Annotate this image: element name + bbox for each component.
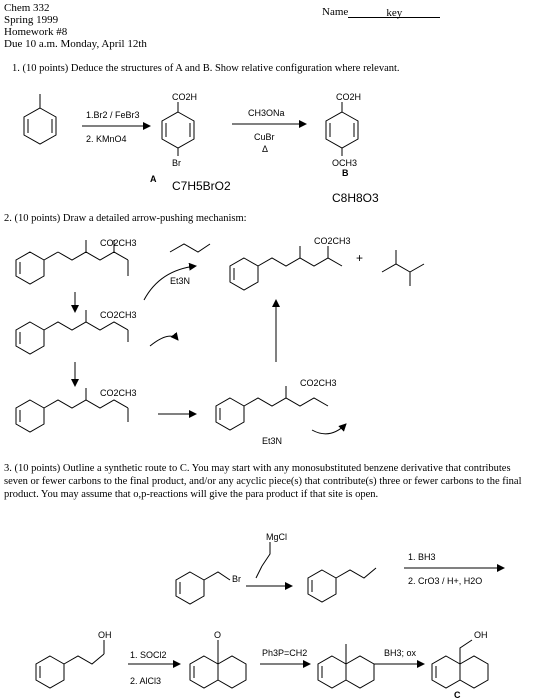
curved-arrow-2	[149, 332, 179, 347]
label-a: A	[150, 174, 157, 184]
q3-step-fc-1: 1. SOCl2	[130, 650, 167, 660]
benzyl-bromide-structure	[175, 571, 231, 605]
dmf-structure	[381, 250, 425, 286]
course-title: Chem 332	[4, 2, 50, 14]
mechanism-benzyl-ring-1	[15, 240, 129, 285]
question-1-prompt: 1. (10 points) Deduce the structures of …	[12, 63, 400, 74]
q1-step2-line1: CH3ONa	[248, 108, 285, 118]
label-b: B	[342, 168, 349, 178]
c-oh-label: OH	[474, 630, 488, 640]
homework-number: Homework #8	[4, 26, 68, 38]
q1-step2-line3: Δ	[262, 144, 268, 154]
mechanism-intermediate-structure	[215, 386, 329, 431]
base-label-1: Et3N	[170, 276, 190, 286]
a-sub-top: CO2H	[172, 92, 197, 102]
ester-label-5: CO2CH3	[300, 378, 337, 388]
toluene-structure	[23, 94, 57, 145]
compound-b-structure	[325, 102, 359, 156]
methylene-tetralin-structure	[317, 644, 375, 689]
name-label: Name	[322, 6, 349, 18]
q1-step1-line2: 2. KMnO4	[86, 134, 127, 144]
hydroboration-label: BH3; ox	[384, 648, 417, 658]
tetralone-structure	[189, 640, 247, 689]
q3-step-fc-2: 2. AlCl3	[130, 676, 161, 686]
ester-label-1: CO2CH3	[100, 238, 137, 248]
name-value: key	[348, 7, 441, 19]
q1-step2-line2: CuBr	[254, 132, 275, 142]
q3-step-hb-1: 1. BH3	[408, 552, 436, 562]
ester-label-4: CO2CH3	[314, 236, 351, 246]
iminium-reagent	[169, 243, 211, 253]
a-sub-bottom: Br	[172, 158, 181, 168]
formula-b: C8H8O3	[332, 191, 379, 205]
q3-step-hb-2: 2. CrO3 / H+, H2O	[408, 576, 482, 586]
due-date: Due 10 a.m. Monday, April 12th	[4, 38, 147, 50]
question-3-prompt: 3. (10 points) Outline a synthetic route…	[4, 463, 522, 500]
b-sub-top: CO2H	[336, 92, 361, 102]
plus-sign: +	[356, 251, 363, 265]
mechanism-product-structure	[229, 246, 343, 291]
label-c: C	[454, 690, 461, 700]
bromide-label: Br	[232, 574, 241, 584]
grignard-label: MgCl	[266, 532, 287, 542]
mechanism-benzyl-ring-2	[15, 310, 129, 355]
mechanism-benzyl-ring-3	[15, 388, 129, 433]
wittig-label: Ph3P=CH2	[262, 648, 307, 658]
base-label-2: Et3N	[262, 436, 282, 446]
allyl-grignard-structure	[255, 542, 271, 579]
formula-a: C7H5BrO2	[172, 179, 231, 193]
phenylbutanoic-acid-structure	[35, 640, 105, 689]
acid-oh-label: OH	[98, 630, 112, 640]
q1-step1-line1: 1.Br2 / FeBr3	[86, 110, 140, 120]
curved-arrow-1	[143, 262, 197, 301]
compound-c-structure	[431, 639, 489, 689]
curved-arrow-3	[311, 423, 347, 435]
term: Spring 1999	[4, 14, 59, 26]
butenylbenzene-structure	[307, 567, 377, 603]
ketone-o-label: O	[214, 630, 221, 640]
ester-label-3: CO2CH3	[100, 388, 137, 398]
question-2-prompt: 2. (10 points) Draw a detailed arrow-pus…	[4, 213, 247, 224]
compound-a-structure	[161, 102, 195, 156]
b-sub-bottom: OCH3	[332, 158, 357, 168]
ester-label-2: CO2CH3	[100, 310, 137, 320]
